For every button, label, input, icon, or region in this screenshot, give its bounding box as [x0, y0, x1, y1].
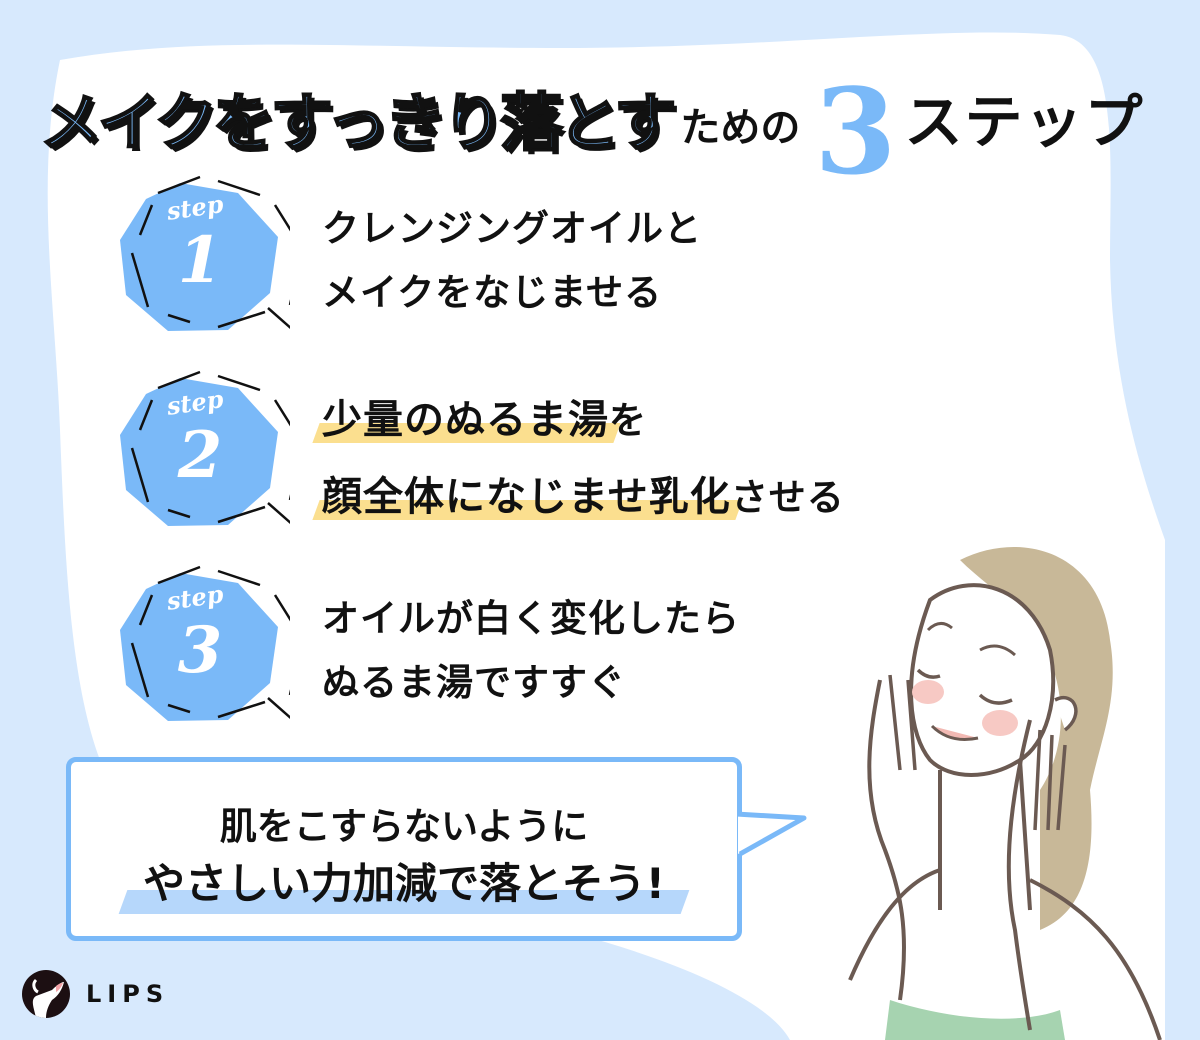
step-1-line-1: クレンジングオイルと — [322, 207, 702, 250]
step-2-text: 少量のぬるま湯を 顔全体になじませ乳化させる — [322, 382, 845, 536]
step-2-highlight-1: 少量のぬるま湯 — [322, 397, 609, 443]
step-3-text: オイルが白く変化したら ぬるま湯ですすぐ — [322, 587, 740, 715]
step-3-line-1: オイルが白く変化したら — [322, 597, 740, 640]
title-number: 3 — [814, 62, 897, 201]
step-2-line-2: 顔全体になじませ乳化させる — [322, 474, 845, 520]
step-3: step 3 オイルが白く変化したら ぬるま湯ですすぐ — [110, 565, 870, 735]
step-2: step 2 少量のぬるま湯を 顔全体になじませ乳化させる — [110, 370, 870, 540]
page-title: メイクをすっきり落とす ための 3 ステップ — [39, 62, 1145, 191]
lips-logo: LIPS — [22, 970, 169, 1018]
bubble-line-2: やさしい力加減で落とそう! — [143, 859, 665, 908]
title-tail: ステップ — [904, 88, 1145, 156]
bubble-tail-icon — [738, 811, 807, 857]
step-3-line-2: ぬるま湯ですすぐ — [322, 661, 626, 704]
bubble-line-1: 肌をこすらないように — [219, 805, 589, 848]
badge-step-number: 3 — [177, 613, 223, 688]
step-2-line-1: 少量のぬるま湯を — [322, 397, 647, 443]
speech-bubble: 肌をこすらないように やさしい力加減で落とそう! — [66, 757, 742, 941]
badge-step-number: 2 — [177, 418, 223, 493]
logo-text: LIPS — [86, 980, 170, 1008]
woman-washing-face-illustration — [848, 546, 1162, 1040]
octagon-badge-icon — [120, 370, 290, 526]
step-2-highlight-2: 顔全体になじませ乳化 — [322, 474, 731, 520]
octagon-badge-icon — [120, 565, 290, 721]
octagon-badge-icon — [120, 175, 290, 331]
step-1-text: クレンジングオイルと メイクをなじませる — [322, 197, 702, 325]
step-1: step 1 クレンジングオイルと メイクをなじませる — [110, 175, 870, 345]
deer-logo-icon — [22, 970, 70, 1018]
badge-step-number: 1 — [177, 223, 223, 298]
step-1-line-2: メイクをなじませる — [322, 271, 663, 314]
title-middle: ための — [680, 105, 801, 151]
title-highlight: メイクをすっきり落とす — [39, 85, 678, 161]
